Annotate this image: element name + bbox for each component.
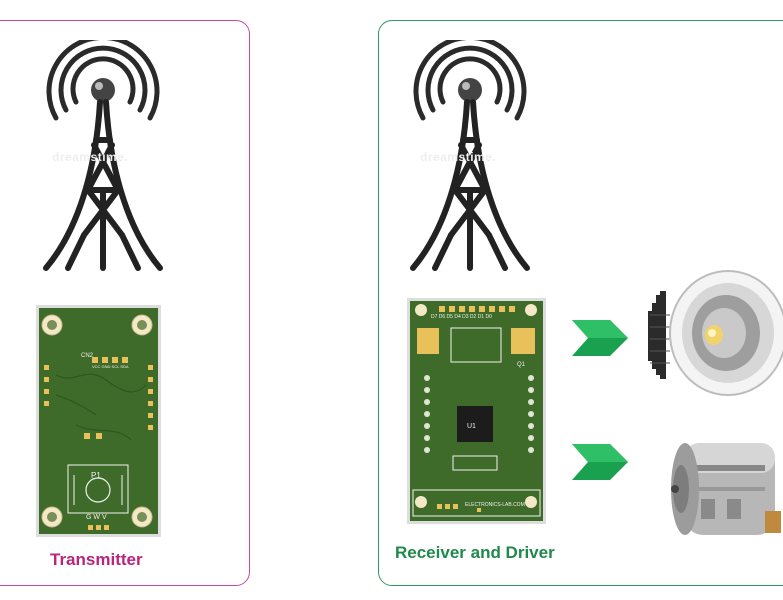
chevron-arrow-icon xyxy=(572,320,628,356)
pin-labels: VCC GND SCL SDA xyxy=(92,364,129,369)
header-label: P1 xyxy=(91,471,101,480)
watermark-text: dreamstime. xyxy=(52,150,129,164)
antenna-tower-icon xyxy=(43,40,163,271)
receiver-pcb: D7 D6 D5 D4 D3 D2 D1 D0 U1 Q1 ELECTRONIC… xyxy=(407,298,546,524)
top-pin-labels: D7 D6 D5 D4 D3 D2 D1 D0 xyxy=(431,314,492,320)
ic-label: U1 xyxy=(467,423,476,430)
led-downlight-icon xyxy=(648,270,783,396)
transmitter-pcb: CN2 VCC GND SCL SDA P1 G W V xyxy=(36,305,161,537)
receiver-caption: Receiver and Driver xyxy=(395,543,555,562)
bottom-pin-labels: G W V xyxy=(86,514,107,521)
silkscreen-text: ELECTRONICS-LAB.COM xyxy=(465,502,525,508)
q-label: Q1 xyxy=(517,362,526,368)
transmitter-caption: Transmitter xyxy=(50,550,143,569)
connector-label: CN2 xyxy=(81,353,94,359)
watermark-text: dreamstime. xyxy=(420,150,497,164)
dc-motor-icon xyxy=(671,443,781,535)
chevron-arrow-icon xyxy=(572,444,628,480)
antenna-tower-icon xyxy=(410,40,530,271)
